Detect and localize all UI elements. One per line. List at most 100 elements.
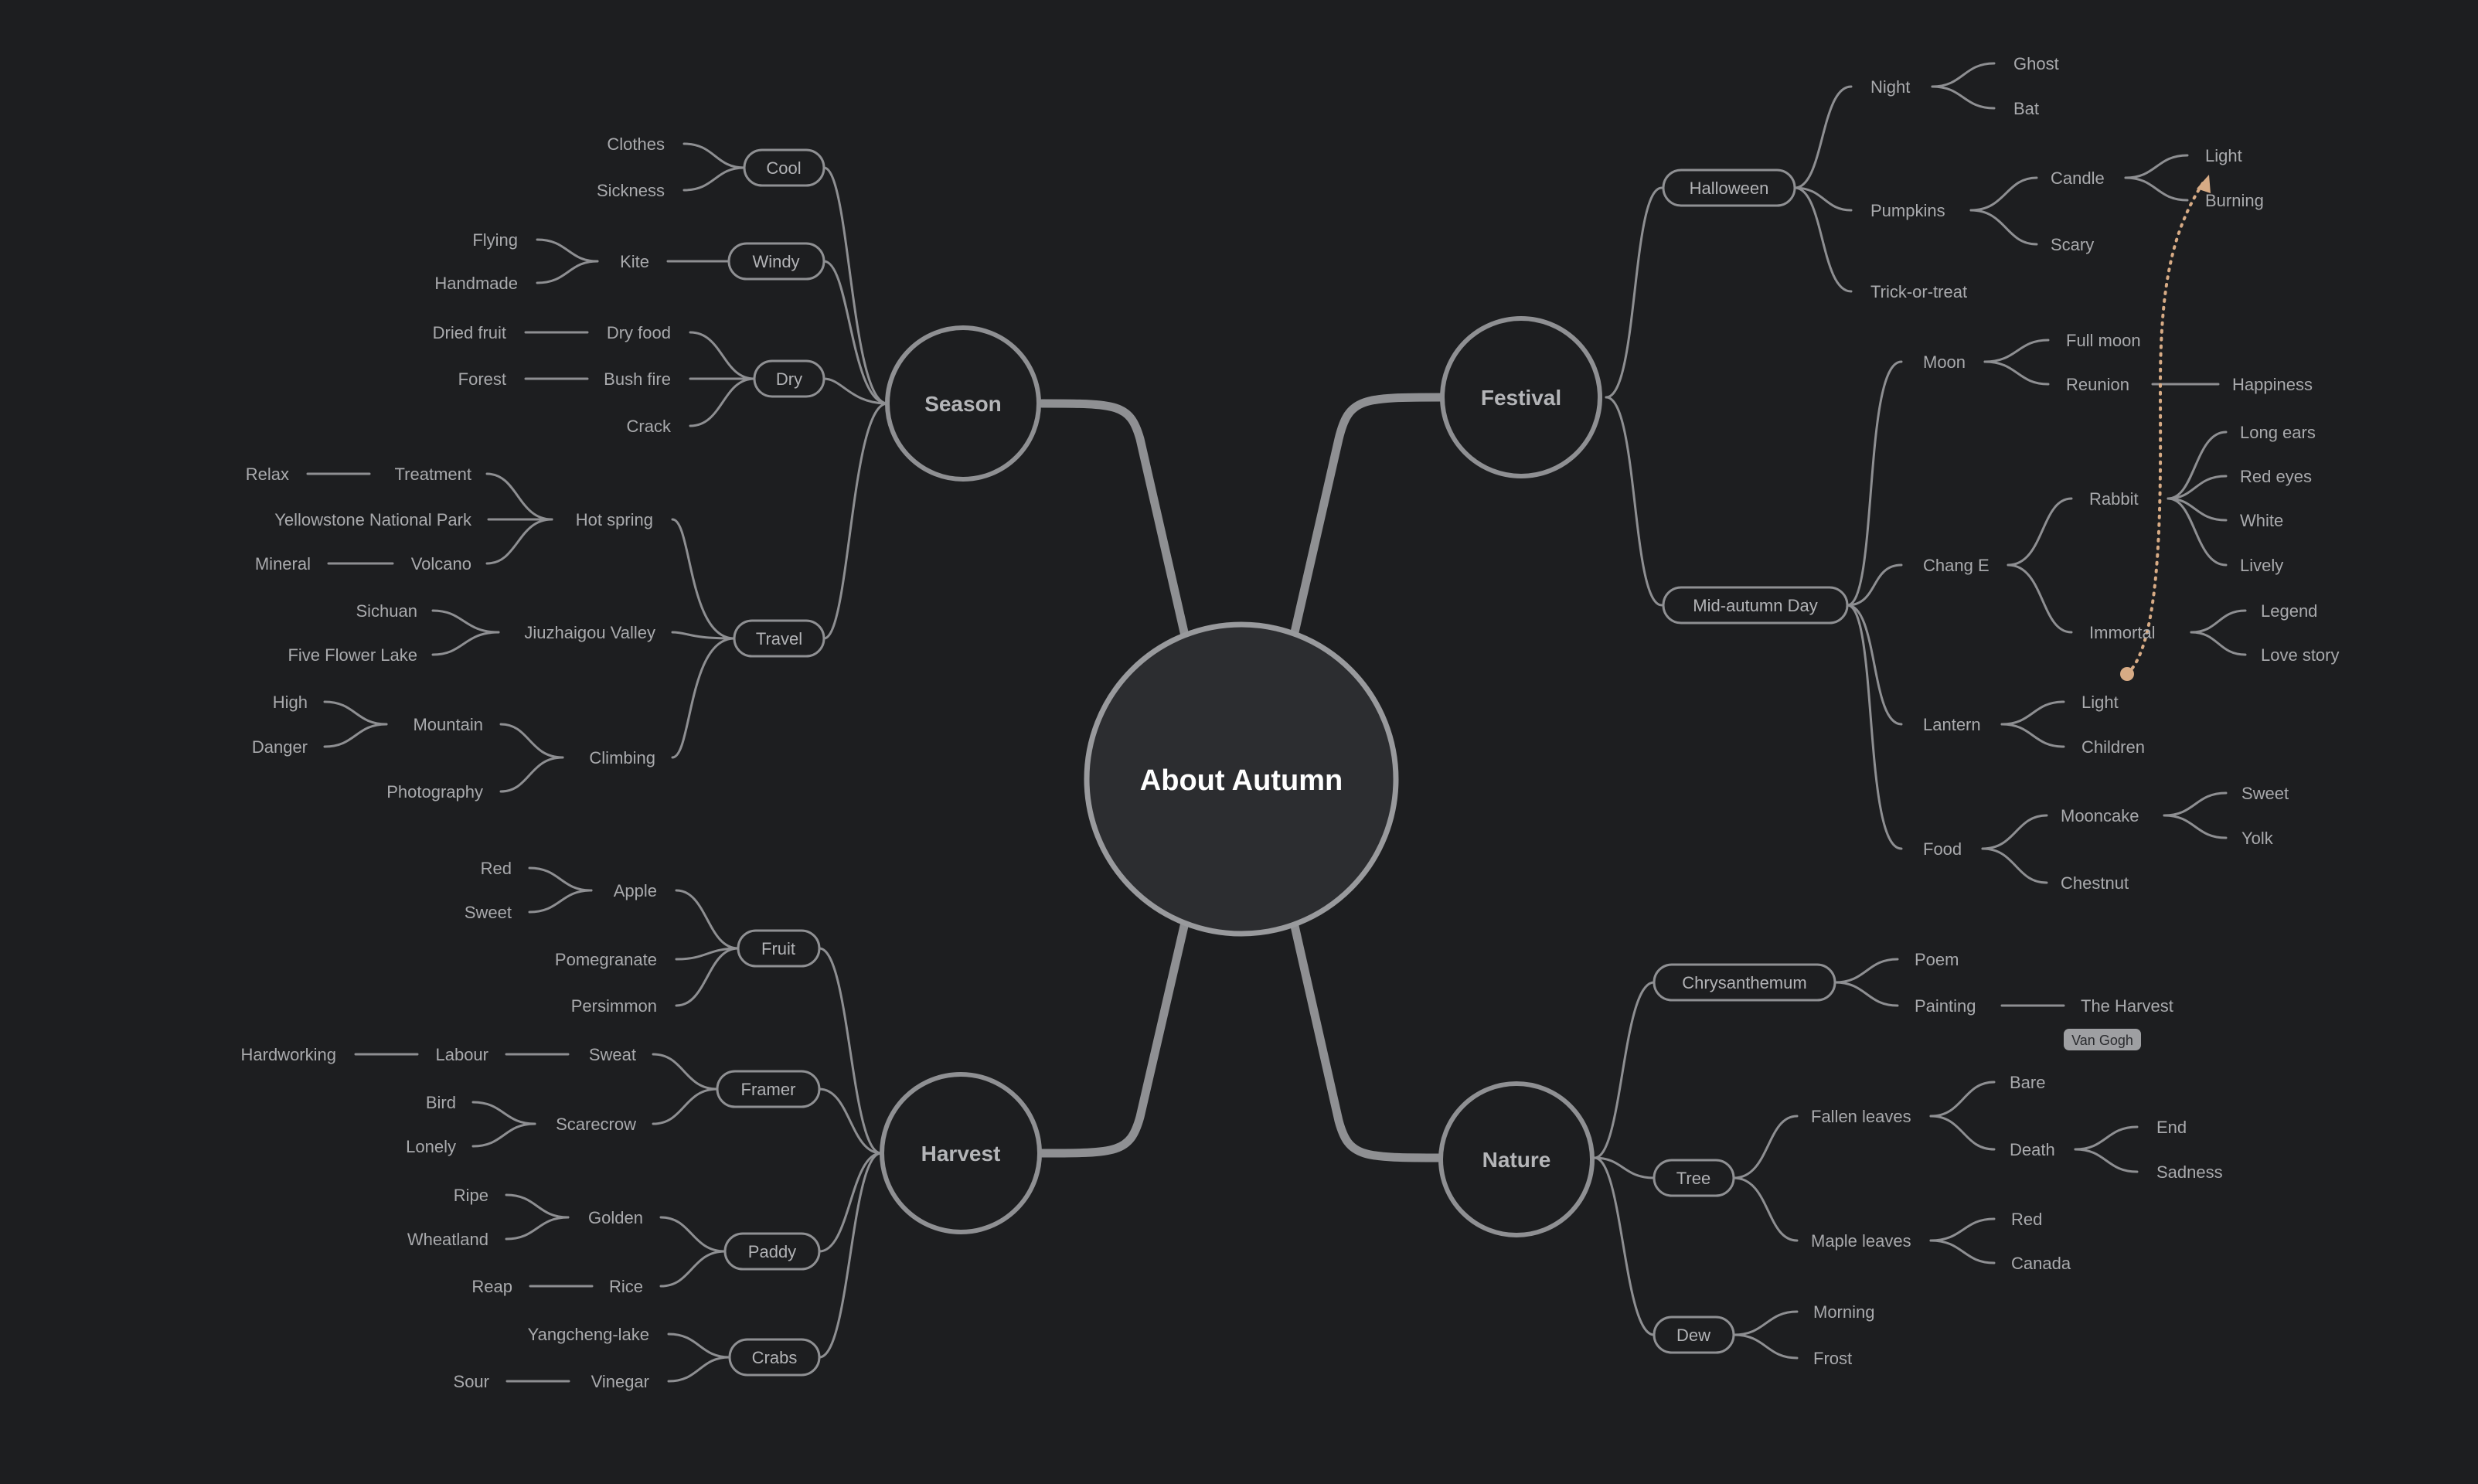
topic-sickness[interactable]: Sickness	[597, 181, 665, 200]
relationship-arrow[interactable]	[2120, 175, 2211, 681]
subtopic-midautumn[interactable]: Mid-autumn Day	[1662, 586, 1849, 625]
topic-night[interactable]: Night	[1870, 77, 1910, 97]
topic-flying[interactable]: Flying	[472, 230, 518, 250]
topic-bat[interactable]: Bat	[2013, 99, 2039, 118]
topic-sweet[interactable]: Sweet	[2241, 784, 2289, 803]
topic-yangcheng-lake[interactable]: Yangcheng-lake	[528, 1325, 649, 1344]
topic-children[interactable]: Children	[2081, 737, 2145, 757]
topic-danger[interactable]: Danger	[252, 737, 308, 757]
topic-love-story[interactable]: Love story	[2261, 645, 2340, 665]
topic-painting[interactable]: Painting	[1915, 996, 1976, 1016]
topic-rabbit[interactable]: Rabbit	[2089, 489, 2139, 509]
topic-happiness[interactable]: Happiness	[2232, 375, 2313, 394]
subtopic-windy[interactable]: Windy	[727, 242, 825, 281]
topic-yellowstone[interactable]: Yellowstone National Park	[274, 510, 472, 529]
relationship-start-handle[interactable]	[2120, 667, 2134, 681]
topic-apple-sweet[interactable]: Sweet	[465, 903, 512, 922]
main-topic-festival[interactable]: Festival	[1440, 316, 1602, 478]
topic-hot-spring[interactable]: Hot spring	[576, 510, 653, 529]
central-topic[interactable]: About Autumn	[1084, 621, 1399, 937]
topic-forest[interactable]: Forest	[458, 369, 506, 389]
topic-photography[interactable]: Photography	[386, 782, 483, 802]
topic-lantern-light[interactable]: Light	[2081, 693, 2119, 712]
topic-immortal[interactable]: Immortal	[2089, 623, 2156, 642]
topic-apple[interactable]: Apple	[614, 881, 657, 900]
topic-lantern[interactable]: Lantern	[1923, 715, 1981, 734]
topic-legend[interactable]: Legend	[2261, 601, 2317, 621]
topic-maple-leaves[interactable]: Maple leaves	[1811, 1231, 1911, 1251]
topic-scarecrow[interactable]: Scarecrow	[556, 1115, 636, 1134]
topic-scary[interactable]: Scary	[2051, 235, 2094, 254]
main-topic-harvest[interactable]: Harvest	[880, 1072, 1042, 1234]
topic-sour[interactable]: Sour	[454, 1372, 489, 1391]
topic-chang-e[interactable]: Chang E	[1923, 556, 1990, 575]
subtopic-paddy[interactable]: Paddy	[723, 1232, 821, 1271]
topic-light[interactable]: Light	[2205, 146, 2242, 165]
topic-dry-food[interactable]: Dry food	[607, 323, 671, 342]
topic-dried-fruit[interactable]: Dried fruit	[433, 323, 506, 342]
topic-jiuzhaigou[interactable]: Jiuzhaigou Valley	[524, 623, 655, 642]
topic-persimmon[interactable]: Persimmon	[571, 996, 657, 1016]
topic-handmade[interactable]: Handmade	[434, 274, 518, 293]
subtopic-fruit[interactable]: Fruit	[737, 929, 821, 968]
topic-golden[interactable]: Golden	[588, 1208, 643, 1227]
subtopic-framer[interactable]: Framer	[716, 1070, 821, 1108]
topic-white[interactable]: White	[2240, 511, 2283, 530]
van-gogh-label-badge[interactable]: Van Gogh	[2064, 1029, 2141, 1050]
topic-burning[interactable]: Burning	[2205, 191, 2264, 210]
subtopic-travel[interactable]: Travel	[733, 619, 825, 658]
topic-bush-fire[interactable]: Bush fire	[604, 369, 671, 389]
topic-reunion[interactable]: Reunion	[2066, 375, 2129, 394]
topic-high[interactable]: High	[273, 693, 308, 712]
topic-frost[interactable]: Frost	[1813, 1349, 1852, 1368]
topic-moon[interactable]: Moon	[1923, 352, 1966, 372]
topic-treatment[interactable]: Treatment	[395, 465, 471, 484]
topic-sweat[interactable]: Sweat	[589, 1045, 636, 1064]
topic-ripe[interactable]: Ripe	[454, 1186, 488, 1205]
subtopic-crabs[interactable]: Crabs	[728, 1338, 821, 1377]
topic-long-ears[interactable]: Long ears	[2240, 423, 2316, 442]
topic-mineral[interactable]: Mineral	[255, 554, 311, 574]
topic-apple-red[interactable]: Red	[481, 859, 512, 878]
topic-climbing[interactable]: Climbing	[589, 748, 655, 768]
subtopic-dew[interactable]: Dew	[1653, 1316, 1735, 1354]
topic-volcano[interactable]: Volcano	[411, 554, 471, 574]
topic-kite[interactable]: Kite	[620, 252, 649, 271]
topic-lively[interactable]: Lively	[2240, 556, 2283, 575]
topic-bare[interactable]: Bare	[2010, 1073, 2045, 1092]
topic-relax[interactable]: Relax	[246, 465, 289, 484]
topic-bird[interactable]: Bird	[426, 1093, 456, 1112]
topic-candle[interactable]: Candle	[2051, 168, 2105, 188]
subtopic-tree[interactable]: Tree	[1653, 1159, 1735, 1197]
topic-vinegar[interactable]: Vinegar	[591, 1372, 649, 1391]
topic-food[interactable]: Food	[1923, 839, 1962, 859]
topic-maple-red[interactable]: Red	[2011, 1210, 2042, 1229]
topic-hardworking[interactable]: Hardworking	[241, 1045, 337, 1064]
main-topic-season[interactable]: Season	[885, 325, 1041, 482]
topic-mountain[interactable]: Mountain	[413, 715, 483, 734]
topic-end[interactable]: End	[2156, 1118, 2187, 1137]
subtopic-cool[interactable]: Cool	[743, 148, 825, 187]
topic-five-flower-lake[interactable]: Five Flower Lake	[288, 645, 417, 665]
topic-sadness[interactable]: Sadness	[2156, 1162, 2223, 1182]
topic-trick-or-treat[interactable]: Trick-or-treat	[1870, 282, 1967, 301]
topic-the-harvest[interactable]: The Harvest	[2081, 996, 2173, 1016]
subtopic-halloween[interactable]: Halloween	[1662, 168, 1796, 207]
subtopic-dry[interactable]: Dry	[753, 359, 825, 398]
topic-labour[interactable]: Labour	[435, 1045, 488, 1064]
topic-yolk[interactable]: Yolk	[2241, 829, 2274, 848]
topic-death[interactable]: Death	[2010, 1140, 2055, 1159]
topic-pumpkins[interactable]: Pumpkins	[1870, 201, 1945, 220]
topic-fallen-leaves[interactable]: Fallen leaves	[1811, 1107, 1911, 1126]
topic-lonely[interactable]: Lonely	[406, 1137, 456, 1156]
topic-wheatland[interactable]: Wheatland	[407, 1230, 488, 1249]
topic-mooncake[interactable]: Mooncake	[2061, 806, 2139, 825]
topic-rice[interactable]: Rice	[609, 1277, 643, 1296]
topic-crack[interactable]: Crack	[627, 417, 672, 436]
topic-ghost[interactable]: Ghost	[2013, 54, 2059, 73]
topic-sichuan[interactable]: Sichuan	[356, 601, 417, 621]
topic-morning[interactable]: Morning	[1813, 1302, 1874, 1322]
topic-poem[interactable]: Poem	[1915, 950, 1959, 969]
subtopic-chrysanthemum[interactable]: Chrysanthemum	[1653, 963, 1836, 1002]
topic-red-eyes[interactable]: Red eyes	[2240, 467, 2312, 486]
